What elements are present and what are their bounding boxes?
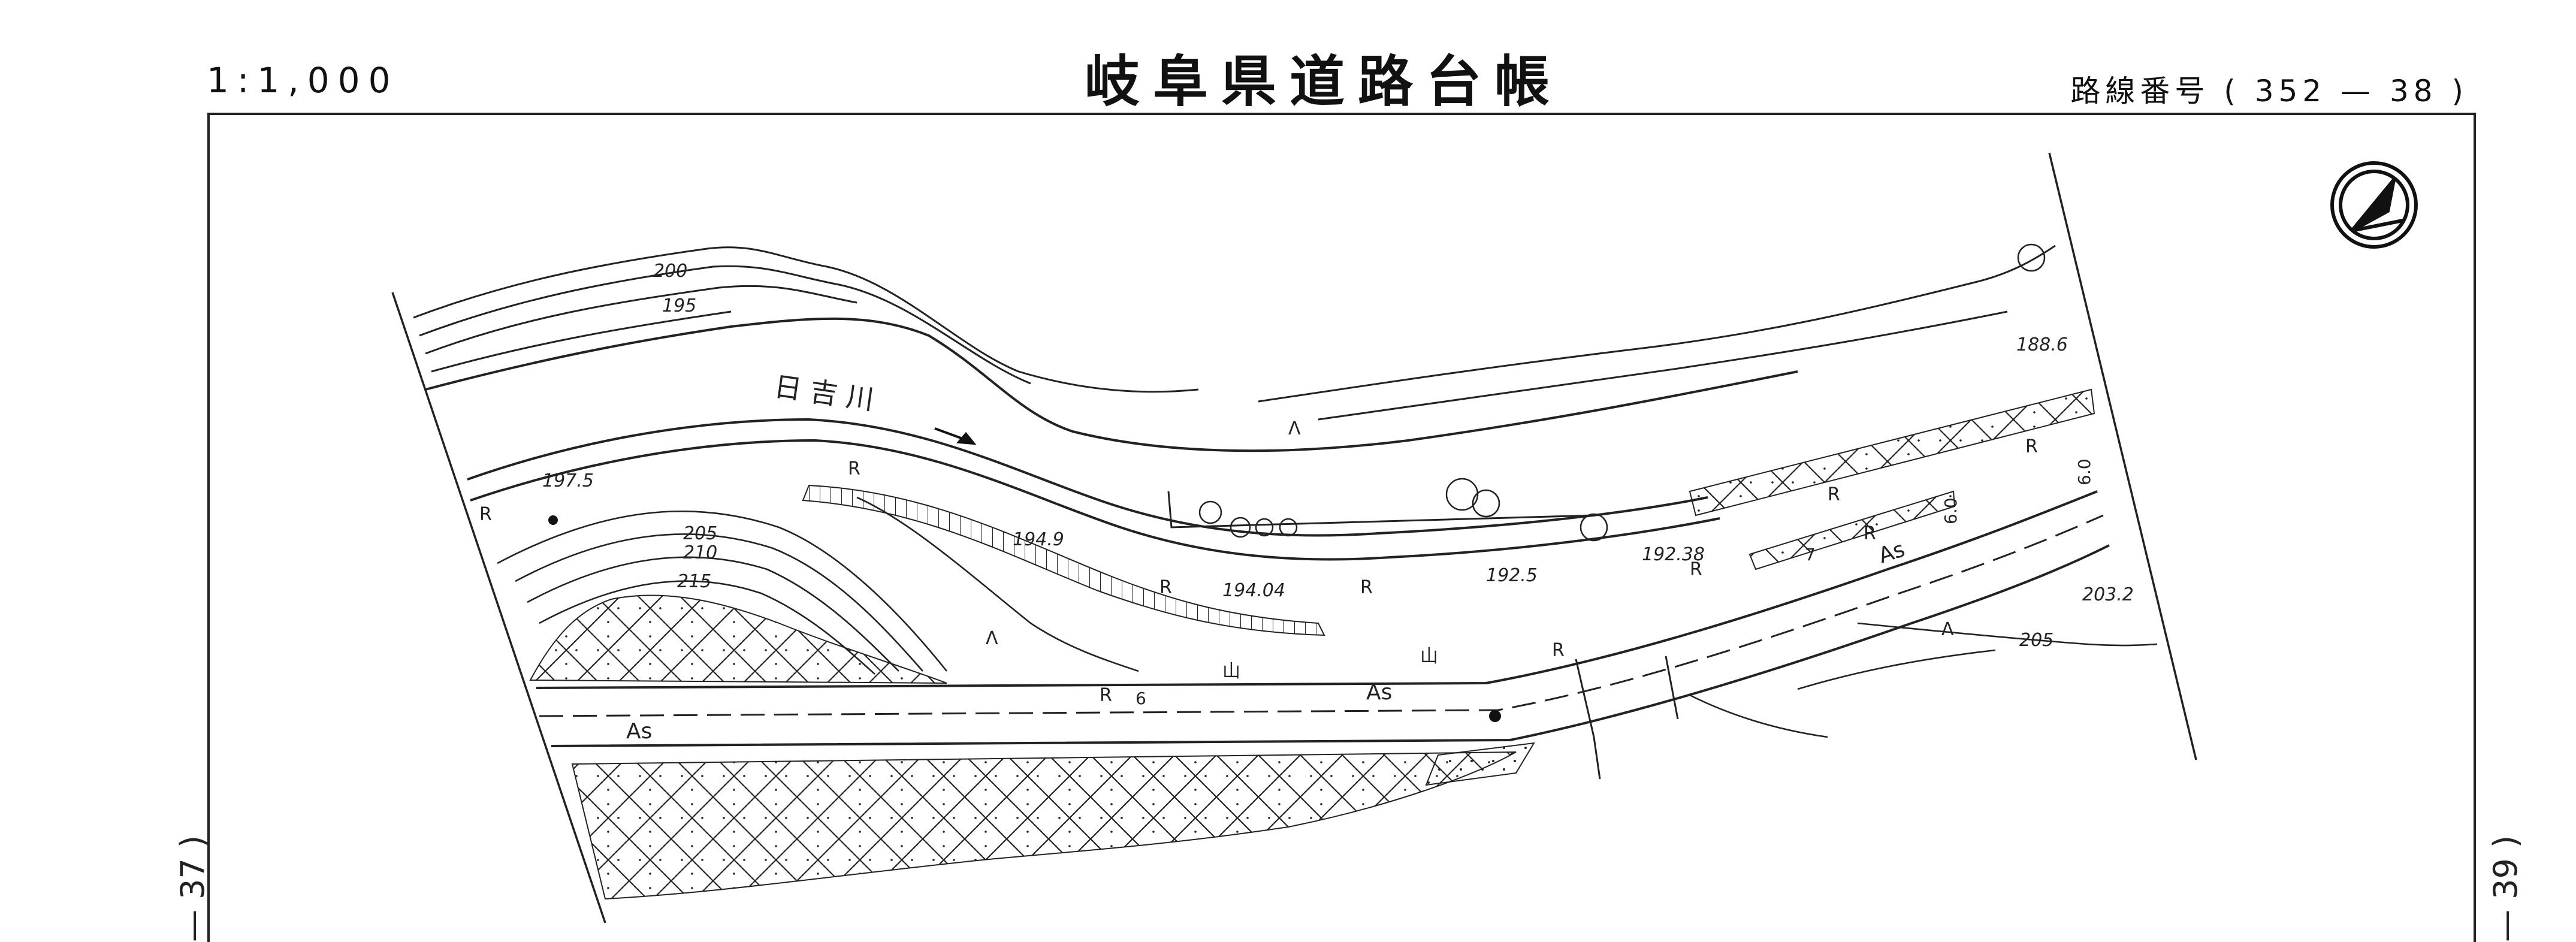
width-marks: 6 7 6.0 6.0 <box>1136 458 2094 708</box>
contour-label: 200 <box>653 261 687 282</box>
land-use-mark: Λ <box>986 628 998 649</box>
road-surface-labels: As As As <box>626 537 1908 744</box>
land-use-mark: Λ <box>1288 418 1301 439</box>
surface-mark: R <box>1100 685 1112 706</box>
width-mark: 7 <box>1805 545 1816 564</box>
contour-label: 210 <box>683 542 717 563</box>
contour-label: 195 <box>662 295 696 316</box>
spot-height: 194.9 <box>1013 529 1064 550</box>
surface-mark: R <box>1690 559 1702 580</box>
route-open-paren: ( <box>2224 74 2240 108</box>
road-label-as: As <box>1366 680 1392 705</box>
land-use-mark: 山 <box>1420 646 1438 667</box>
benchmark-points <box>548 515 1501 722</box>
spot-height: 192.38 <box>1642 544 1705 565</box>
surface-mark: R <box>1552 640 1565 661</box>
spot-height: 188.6 <box>2016 334 2068 355</box>
map-boundary <box>391 152 2197 923</box>
contour-lines-south <box>497 496 2158 738</box>
sheet-frame <box>207 113 2476 942</box>
map-scale: 1:1,000 <box>207 60 399 101</box>
surface-mark: R <box>1360 577 1373 598</box>
surface-mark: R <box>1159 577 1172 598</box>
spot-height: 203.2 <box>2082 584 2134 605</box>
river-banks <box>425 317 1798 561</box>
route-number-box: 路線番号 ( 352 — 38 ) <box>2070 67 2468 110</box>
page-title: 岐阜県道路台帳 <box>1085 50 1563 114</box>
spot-heights: 197.5 194.9 194.04 192.5 192.38 188.6 20… <box>542 334 2134 605</box>
contour-label: 205 <box>683 523 717 544</box>
land-use-mark: 山 <box>1222 661 1240 682</box>
contour-labels: 200 195 205 210 215 205 <box>653 261 2053 651</box>
contour-label: 215 <box>677 571 711 592</box>
surface-mark: R <box>479 504 492 525</box>
spot-height: 194.04 <box>1222 580 1285 601</box>
spot-height: 197.5 <box>542 470 594 491</box>
flow-arrow-icon <box>934 427 977 445</box>
route-sheet-number: 38 <box>2389 74 2438 108</box>
width-mark: 6.0 <box>1941 497 1961 524</box>
tree-symbols <box>1198 243 2046 542</box>
land-use-mark: Λ <box>1941 619 1954 640</box>
route-dash: — <box>2341 74 2376 108</box>
river-name: 日 吉 川 <box>772 370 875 416</box>
spot-height: 192.5 <box>1486 565 1538 586</box>
route-label: 路線番号 <box>2070 74 2210 108</box>
route-close-paren: ) <box>2451 74 2468 108</box>
route-number: 352 <box>2254 74 2327 108</box>
bank-slope-hatching <box>802 388 2095 636</box>
surface-mark: R <box>2025 436 2038 457</box>
road-lines <box>536 490 2110 780</box>
crosshatch-areas <box>529 594 1535 900</box>
contour-label: 205 <box>2019 630 2053 651</box>
road-label-as: As <box>626 719 652 744</box>
north-arrow-icon <box>2330 161 2418 249</box>
surface-mark: R <box>1828 484 1840 505</box>
width-mark: 6 <box>1136 689 1146 708</box>
contour-lines-north <box>413 244 2056 421</box>
surface-marks: R R R R R R R R R R <box>479 436 2038 706</box>
surface-mark: R <box>848 458 860 479</box>
land-use-marks: 山 山 Λ Λ Λ <box>986 418 1954 682</box>
surface-mark: R <box>1864 523 1876 544</box>
width-mark: 6.0 <box>2074 458 2094 485</box>
